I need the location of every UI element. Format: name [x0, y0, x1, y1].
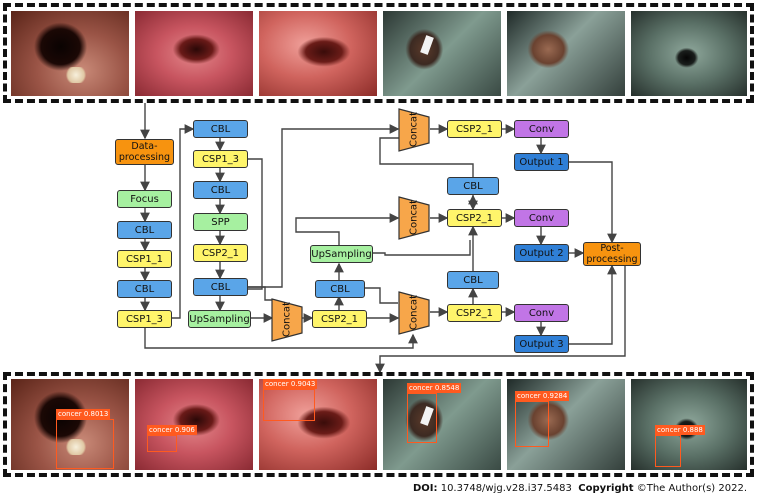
cbl-node-mid: CBL — [315, 280, 365, 298]
csp1-3-node-col2: CSP1_3 — [193, 150, 248, 168]
detection-box-1: concer 0.8013 — [56, 409, 114, 469]
input-image-1 — [11, 11, 129, 96]
detection-image-3: concer 0.9043 — [259, 379, 377, 470]
detection-image-5: concer 0.9284 — [507, 379, 625, 470]
doi-label: DOI: — [412, 483, 438, 494]
input-image-3 — [259, 11, 377, 96]
input-image-6 — [631, 11, 747, 96]
csp1-1-node: CSP1_1 — [117, 250, 172, 268]
csp2-1-node-lower-mid: CSP2_1 — [312, 310, 367, 328]
conv-node-bottom: Conv — [514, 304, 569, 322]
detection-label-1: concer 0.8013 — [56, 409, 111, 419]
concat-node-top — [398, 108, 430, 152]
cbl-node-right-2: CBL — [447, 271, 499, 289]
detection-box-4: concer 0.8548 — [407, 383, 462, 443]
concat-node-lower — [271, 298, 303, 342]
csp1-3-node-left: CSP1_3 — [117, 310, 172, 328]
concat-label-bottom: Concat — [408, 295, 420, 330]
concat-label-mid: Concat — [408, 200, 420, 235]
detection-image-4: concer 0.8548 — [383, 379, 501, 470]
cbl-node-col2-3: CBL — [193, 278, 248, 296]
csp2-1-node-bottom: CSP2_1 — [447, 304, 502, 322]
detection-label-3: concer 0.9043 — [263, 379, 318, 389]
detection-results-strip — [3, 372, 754, 477]
output-1-node: Output 1 — [514, 153, 569, 171]
detection-box-5: concer 0.9284 — [515, 391, 570, 447]
data-processing-node: Data- processing — [115, 139, 174, 165]
copyright-value: ©The Author(s) 2022. — [636, 483, 747, 494]
input-image-5 — [507, 11, 625, 96]
input-images-strip — [3, 3, 754, 103]
detection-image-2: concer 0.906 — [135, 379, 253, 470]
cbl-node-col2-1: CBL — [193, 120, 248, 138]
conv-node-mid: Conv — [514, 209, 569, 227]
conv-node-top: Conv — [514, 120, 569, 138]
upsampling-node-mid: UpSampling — [310, 245, 373, 263]
concat-label-lower: Concat — [281, 302, 293, 337]
csp2-1-node-top: CSP2_1 — [447, 120, 502, 138]
csp2-1-node-mid: CSP2_1 — [447, 209, 502, 227]
cbl-node-left-1: CBL — [117, 221, 172, 239]
detection-label-6: concer 0.888 — [655, 425, 705, 435]
concat-label-top: Concat — [408, 112, 420, 147]
csp2-1-node-col2: CSP2_1 — [193, 244, 248, 262]
upsampling-node-lower: UpSampling — [188, 310, 251, 328]
concat-node-bottom — [398, 291, 430, 335]
concat-node-mid — [398, 196, 430, 240]
cbl-node-col2-2: CBL — [193, 181, 248, 199]
input-image-4 — [383, 11, 501, 96]
citation-footer: DOI: 10.3748/wjg.v28.i37.5483 Copyright … — [413, 483, 747, 494]
detection-label-2: concer 0.906 — [147, 425, 197, 435]
cbl-node-left-2: CBL — [117, 280, 172, 298]
detection-label-5: concer 0.9284 — [515, 391, 570, 401]
detection-image-6: concer 0.888 — [631, 379, 747, 470]
detection-box-3: concer 0.9043 — [263, 379, 318, 421]
detection-box-2: concer 0.906 — [147, 425, 197, 452]
doi-value: 10.3748/wjg.v28.i37.5483 — [440, 483, 572, 494]
detection-label-4: concer 0.8548 — [407, 383, 462, 393]
detection-box-6: concer 0.888 — [655, 425, 705, 467]
input-image-2 — [135, 11, 253, 96]
output-3-node: Output 3 — [514, 335, 569, 353]
spp-node: SPP — [193, 213, 248, 231]
post-processing-node: Post- processing — [583, 242, 641, 266]
focus-node: Focus — [117, 190, 172, 208]
output-2-node: Output 2 — [514, 244, 569, 262]
detection-image-1: concer 0.8013 — [11, 379, 129, 470]
copyright-label: Copyright — [578, 483, 634, 494]
cbl-node-right-1: CBL — [447, 177, 499, 195]
